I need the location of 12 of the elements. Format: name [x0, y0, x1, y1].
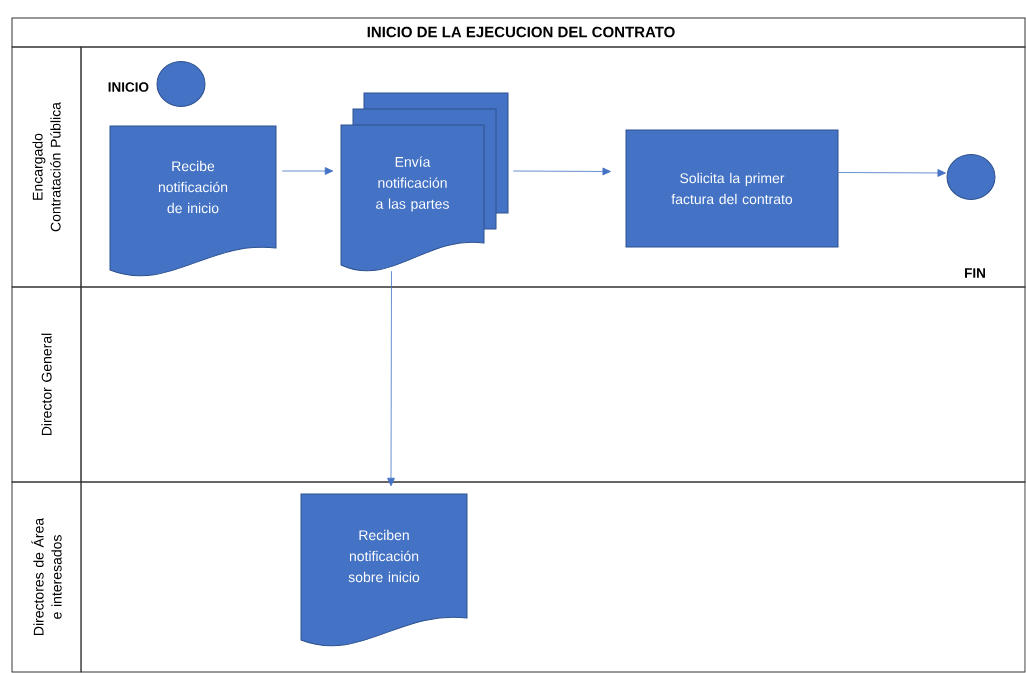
arrow: [838, 169, 946, 177]
lane-header: Director General: [11, 286, 82, 483]
lane-header: Directores de Área e interesados: [11, 481, 82, 673]
terminator-label: FIN: [965, 268, 985, 278]
terminator-circle: [946, 154, 996, 200]
terminator-label: INICIO: [108, 82, 149, 92]
arrow: [281, 167, 334, 175]
lane-header: Encargado Contratación Pública: [11, 46, 82, 288]
arrow: [512, 167, 611, 176]
process-box: Solicita la primer factura del contrato: [625, 129, 839, 248]
arrow: [387, 270, 395, 487]
title-bar: INICIO DE LA EJECUCION DEL CONTRATO: [11, 17, 1026, 48]
